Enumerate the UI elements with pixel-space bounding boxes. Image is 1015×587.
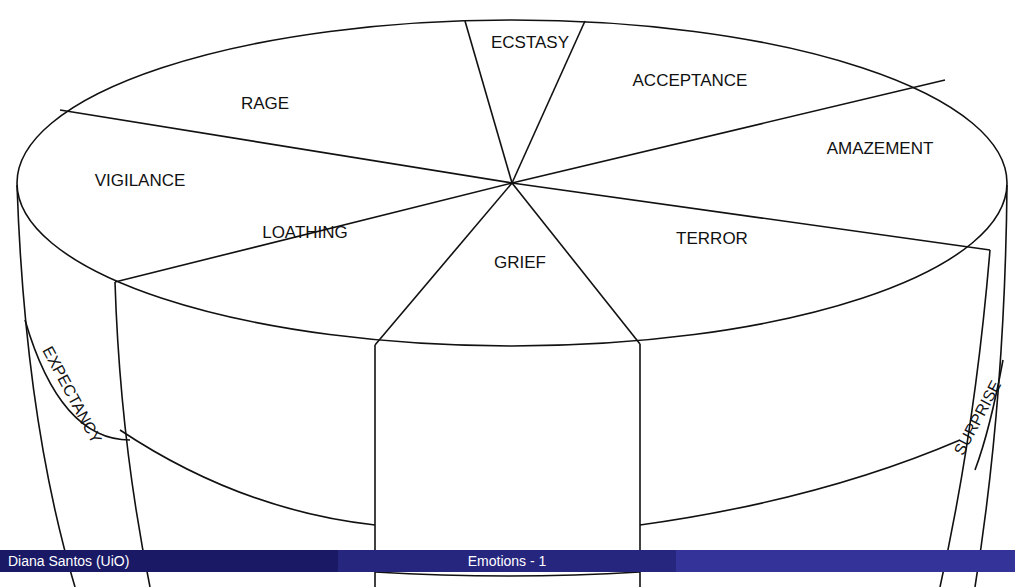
emotion-label: ACCEPTANCE [633, 72, 748, 89]
emotion-label: ECSTASY [491, 34, 569, 51]
emotion-label: EXPECTANCY [40, 344, 104, 446]
footer-bar [0, 550, 1015, 572]
emotion-label: GRIEF [494, 254, 546, 271]
top-ellipse [17, 20, 1007, 346]
emotion-label: AMAZEMENT [827, 140, 934, 157]
cone-sides [17, 185, 1007, 587]
footer-title: Emotions - 1 [468, 554, 547, 568]
footer-author: Diana Santos (UiO) [8, 554, 129, 568]
sector-dividers [60, 21, 990, 345]
emotion-label: RAGE [241, 95, 289, 112]
emotion-label: TERROR [676, 230, 748, 247]
emotion-label: VIGILANCE [95, 172, 186, 189]
emotion-label: LOATHING [262, 224, 348, 241]
